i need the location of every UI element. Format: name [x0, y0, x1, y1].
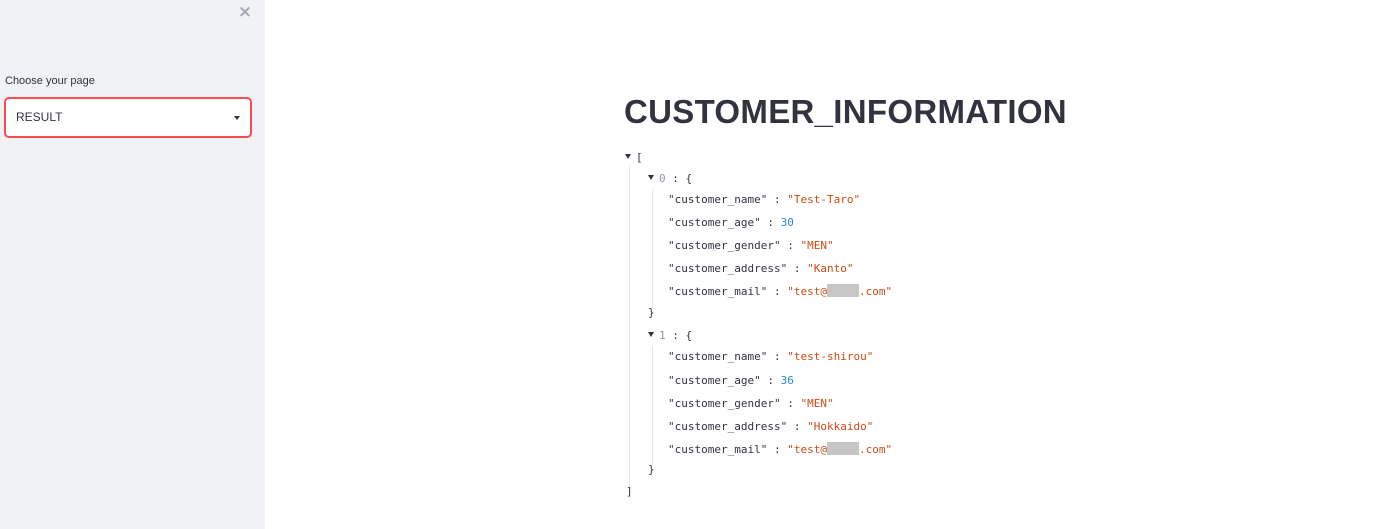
json-field: "customer_age" : 36	[668, 374, 794, 387]
json-field: "customer_name" : "test-shirou"	[668, 350, 874, 363]
page-select[interactable]: RESULT	[4, 97, 252, 138]
page-select-value: RESULT	[16, 110, 63, 124]
collapse-root-icon[interactable]	[625, 154, 631, 159]
page-title: CUSTOMER_INFORMATION	[624, 93, 1067, 130]
json-field: "customer_address" : "Kanto"	[668, 262, 854, 275]
json-field: "customer_mail" : "test@.com"	[668, 442, 893, 456]
json-record-1-header: 1 : {	[659, 329, 693, 342]
sidebar: × Choose your page RESULT	[0, 0, 265, 529]
redaction-block	[826, 442, 859, 455]
json-root-open: [	[636, 151, 643, 164]
json-root-close: ]	[626, 485, 633, 498]
collapse-record-1-icon[interactable]	[648, 332, 654, 337]
page-select-label: Choose your page	[5, 75, 95, 87]
json-field: "customer_gender" : "MEN"	[668, 239, 834, 252]
json-record-0-header: 0 : {	[659, 172, 693, 185]
json-guide-record-0	[652, 189, 653, 309]
json-guide-root	[629, 166, 630, 488]
json-field: "customer_age" : 30	[668, 216, 794, 229]
json-guide-record-1	[652, 346, 653, 466]
json-field: "customer_address" : "Hokkaido"	[668, 420, 874, 433]
json-field: "customer_mail" : "test@.com"	[668, 284, 893, 298]
json-record-1-close: }	[648, 463, 655, 476]
chevron-down-icon	[234, 116, 240, 120]
redaction-block	[826, 284, 859, 297]
close-sidebar-icon[interactable]: ×	[237, 2, 253, 22]
json-field: "customer_name" : "Test-Taro"	[668, 193, 861, 206]
json-field: "customer_gender" : "MEN"	[668, 397, 834, 410]
json-record-0-close: }	[648, 306, 655, 319]
collapse-record-0-icon[interactable]	[648, 175, 654, 180]
